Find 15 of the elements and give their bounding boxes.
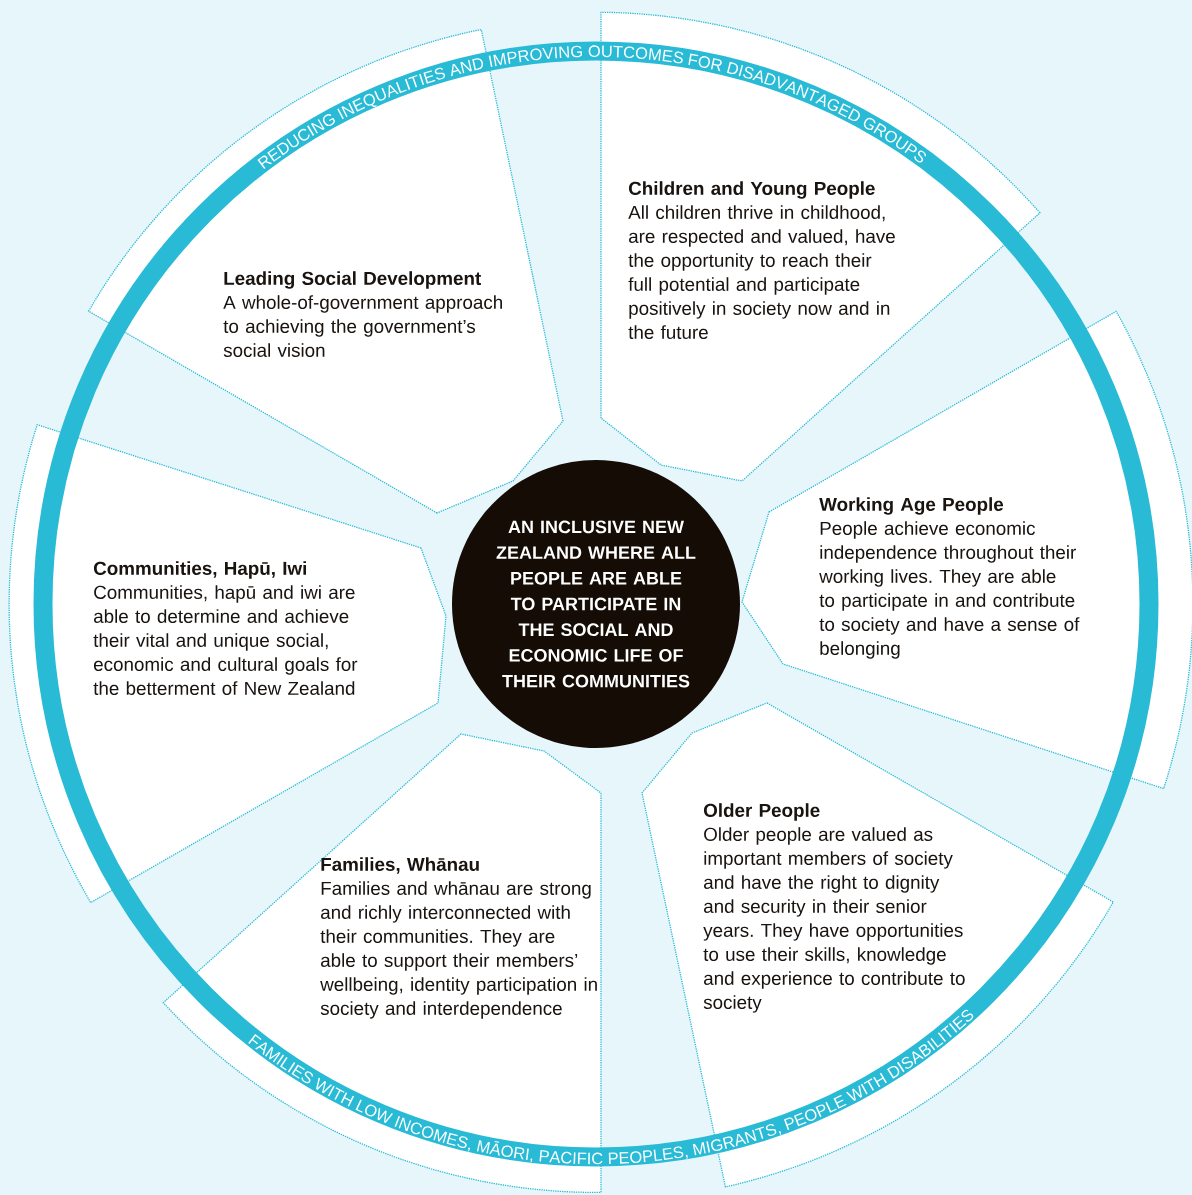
segment-description: Communities, hapū and iwi are able to determine and achieve their vital and unique social, economic and cultural goals for the betterment of New Zealand — [93, 585, 358, 695]
segment-description: A whole-of-government approach to achieving the government’s social vision — [223, 295, 502, 357]
vision-text: AN INCLUSIVE NEW ZEALAND WHERE ALL PEOPLE ARE ABLE TO PARTICIPATE IN THE SOCIAL AND ECONOMIC LIFE OF THEIR COMMUNITIES — [496, 520, 696, 688]
segment-heading: Leading Social Development — [224, 271, 481, 289]
segment-heading: Older People — [703, 803, 820, 821]
segment-heading: Families, Whānau — [321, 857, 479, 874]
segment-description: People achieve economic independence throughout their working lives. They are able to participate in and contribute to society and have a sense of belonging — [819, 521, 1080, 659]
segment-panel — [162, 733, 602, 1194]
segment-heading: Children and Young People — [628, 181, 875, 199]
segment-heading: Communities, Hapū, Iwi — [93, 561, 306, 579]
center-circle — [452, 460, 740, 748]
segment-panel — [641, 702, 1115, 1188]
segment-description: All children thrive in childhood, are respected and valued, have the opportunity to reach their full potential and participate positively in society now and in the future — [628, 205, 895, 339]
segment-description: Families and whānau are strong and richly interconnected with their communities. They are able to support their members’ wellbeing, identity participation in society and interdependence — [320, 881, 597, 1019]
segment-heading: Working Age People — [819, 497, 1004, 515]
